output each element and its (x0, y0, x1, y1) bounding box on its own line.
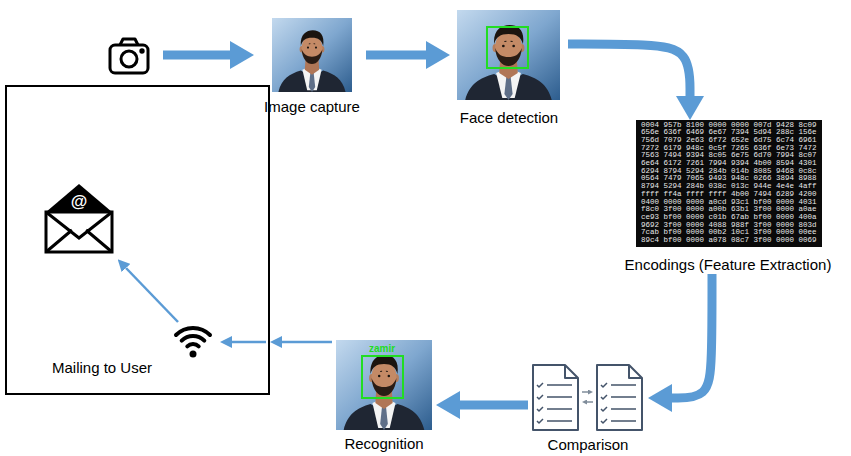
hex-row: ffff ff4a ffff ffff 4b00 7494 6289 4200 (641, 191, 817, 199)
email-symbol: @ (71, 192, 88, 212)
flow-arrow (126, 268, 178, 322)
hex-row: 8794 5294 284b 038c 013c 944e 4e4e 4aff (641, 183, 817, 191)
hex-row: 9692 3f00 0000 4088 988f 3f00 0000 803d (641, 222, 817, 230)
flow-arrow (460, 401, 528, 410)
step-node: Recognition (332, 338, 436, 453)
step-node: Image capture (258, 18, 366, 116)
step-node: Comparison (528, 362, 648, 454)
encoding-block (636, 120, 822, 247)
compare-arrow (582, 391, 588, 393)
step-caption: Image capture (264, 98, 360, 116)
hex-row: 89c4 bf00 0000 a078 08c7 3f00 0000 0069 (641, 237, 817, 245)
compare-arrow (587, 401, 593, 403)
photo (457, 10, 560, 100)
hex-row: 7cab bf00 0000 00b2 10c1 3f00 0000 00ee (641, 229, 817, 237)
hex-row: 7272 6179 948c 0c5f 7265 636f 6e73 7472 (641, 145, 817, 153)
hex-row: 656e 636f 6469 6e67 7394 5d94 288c 156e (641, 129, 817, 137)
flow-arrow (672, 274, 712, 398)
hex-row: 0400 0000 0000 a0cd 93c1 bf00 0000 4031 (641, 199, 817, 207)
flow-arrow (163, 51, 230, 60)
flow-arrow (282, 341, 332, 344)
hex-row: 0004 957b 8100 0000 0000 007d 9428 8c09 (641, 122, 817, 130)
hex-row: f8c0 3f00 0000 a00b 63b1 3f00 0000 a0ae (641, 206, 817, 214)
hex-row: 6294 8794 5294 284b 014b 8085 9468 0c8c (641, 168, 817, 176)
flow-arrow (232, 341, 266, 344)
step-node: Face detection (450, 10, 568, 127)
flow-arrow (568, 44, 690, 96)
step-caption: Comparison (548, 436, 629, 454)
mail-box: Mailing to User (5, 85, 270, 395)
hex-row: ce93 bf00 0000 c01b 67ab bf00 0000 400a (641, 214, 817, 222)
name-tag: zamir (369, 343, 395, 355)
face-box (487, 27, 528, 68)
photo (272, 18, 352, 92)
step-caption: Mailing to User (52, 359, 152, 377)
hex-row: 0564 7479 7065 9493 948c 0266 3894 8988 (641, 175, 817, 183)
camera-icon (110, 39, 148, 73)
hex-row: 756d 7079 2e63 6f72 652e 6d75 6c74 6961 (641, 137, 817, 145)
hex-row: 7563 7494 9394 8c05 6e75 6d70 7994 8c07 (641, 152, 817, 160)
envelope-icon (46, 184, 112, 252)
photo (336, 340, 432, 430)
document-icons (533, 365, 642, 430)
step-caption: Face detection (460, 109, 558, 127)
step-caption: Recognition (344, 435, 423, 453)
flow-arrow (366, 51, 426, 60)
wifi-icon (176, 328, 210, 358)
step-caption: Encodings (Feature Extraction) (625, 256, 832, 274)
face-box (362, 356, 403, 398)
hex-row: 6e64 6172 7261 7994 9394 4b00 8594 4301 (641, 160, 817, 168)
